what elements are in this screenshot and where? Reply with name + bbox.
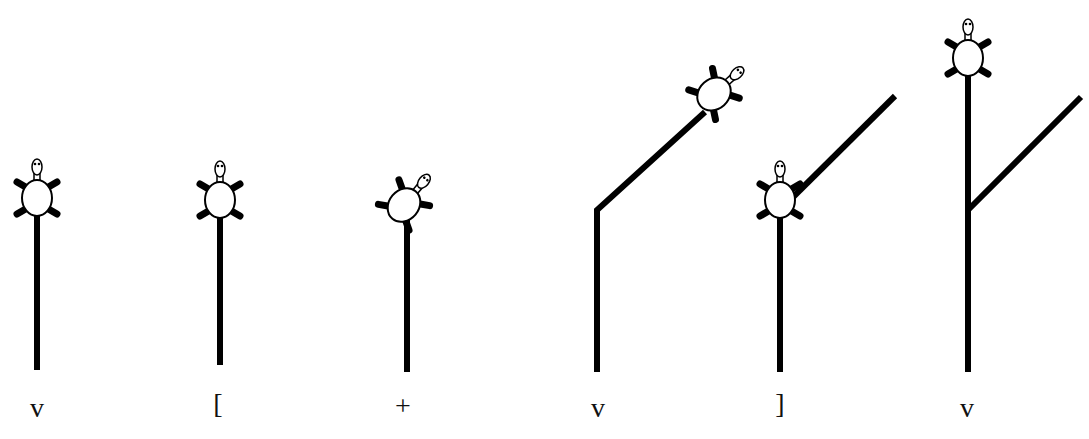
turtle [377,162,444,231]
trail-line [217,212,223,365]
trail-line [965,70,971,372]
trail-line [404,212,410,372]
turtle [200,161,240,218]
command-symbol: v [960,394,974,422]
trail-line [597,112,705,372]
turtle [17,159,57,216]
turtle [948,19,988,76]
branch-line [780,96,895,210]
trail-line [34,210,40,370]
trail-line [777,212,783,372]
branch-line [968,97,1081,210]
turtle [760,161,800,218]
command-symbol: + [395,392,411,420]
command-symbol: v [591,394,605,422]
command-symbol: [ [213,390,222,418]
turtle [687,53,756,121]
command-symbol: v [30,394,44,422]
command-symbol: ] [775,390,784,418]
